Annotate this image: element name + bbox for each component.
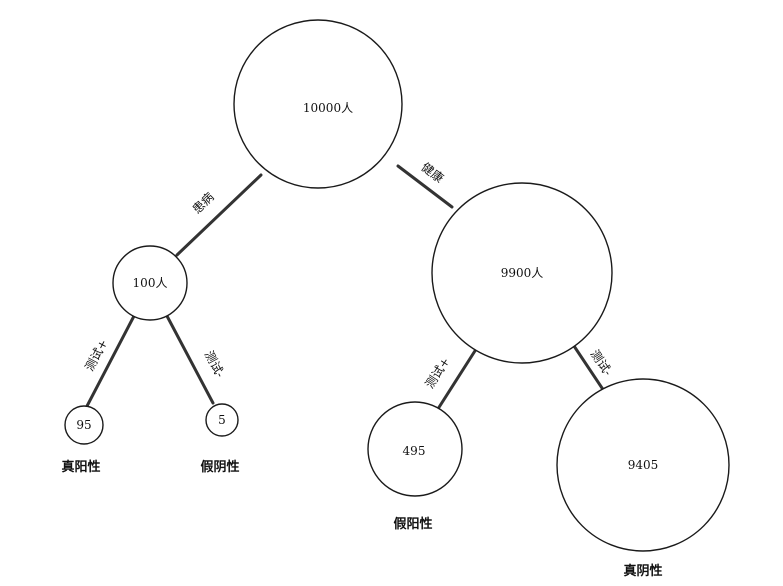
edge-sick-positive (84, 314, 136, 410)
node-label-healthy-positive: 495 (403, 444, 426, 458)
node-sick-negative: 5 (205, 403, 239, 437)
edge-label-healthy-positive: 测试+ (422, 354, 453, 391)
node-sick: 100人 (112, 245, 188, 321)
node-sick-positive: 95 (64, 405, 104, 445)
edges (84, 164, 606, 414)
node-healthy-negative: 9405 (556, 378, 730, 552)
caption-false-positive: 假阳性 (393, 516, 432, 532)
caption-true-positive: 真阳性 (61, 459, 100, 475)
node-label-sick-positive: 95 (76, 418, 91, 432)
node-label-sick-negative: 5 (218, 413, 226, 427)
edge-label-sick-negative: 测试- (202, 348, 228, 380)
nodes: 10000人 100人 9900人 95 5 495 9405 (64, 19, 730, 552)
node-healthy-positive: 495 (367, 401, 463, 497)
node-healthy: 9900人 (431, 182, 613, 364)
edge-label-root-healthy: 健康 (419, 159, 447, 185)
edge-sick-negative (165, 314, 215, 405)
edge-healthy-negative (570, 341, 606, 393)
node-root: 10000人 (233, 19, 403, 189)
node-label-root: 10000人 (303, 101, 353, 115)
edge-healthy-positive (434, 341, 482, 414)
edge-root-sick (175, 173, 263, 257)
node-label-sick: 100人 (133, 276, 168, 290)
caption-false-negative: 假阴性 (200, 459, 239, 475)
node-label-healthy: 9900人 (501, 266, 544, 280)
edge-label-root-sick: 患病 (189, 189, 217, 216)
node-label-healthy-negative: 9405 (628, 458, 659, 472)
outcome-captions: 真阳性 假阴性 假阳性 真阴性 (61, 459, 662, 579)
edge-root-healthy (396, 164, 454, 209)
caption-true-negative: 真阴性 (623, 563, 662, 579)
